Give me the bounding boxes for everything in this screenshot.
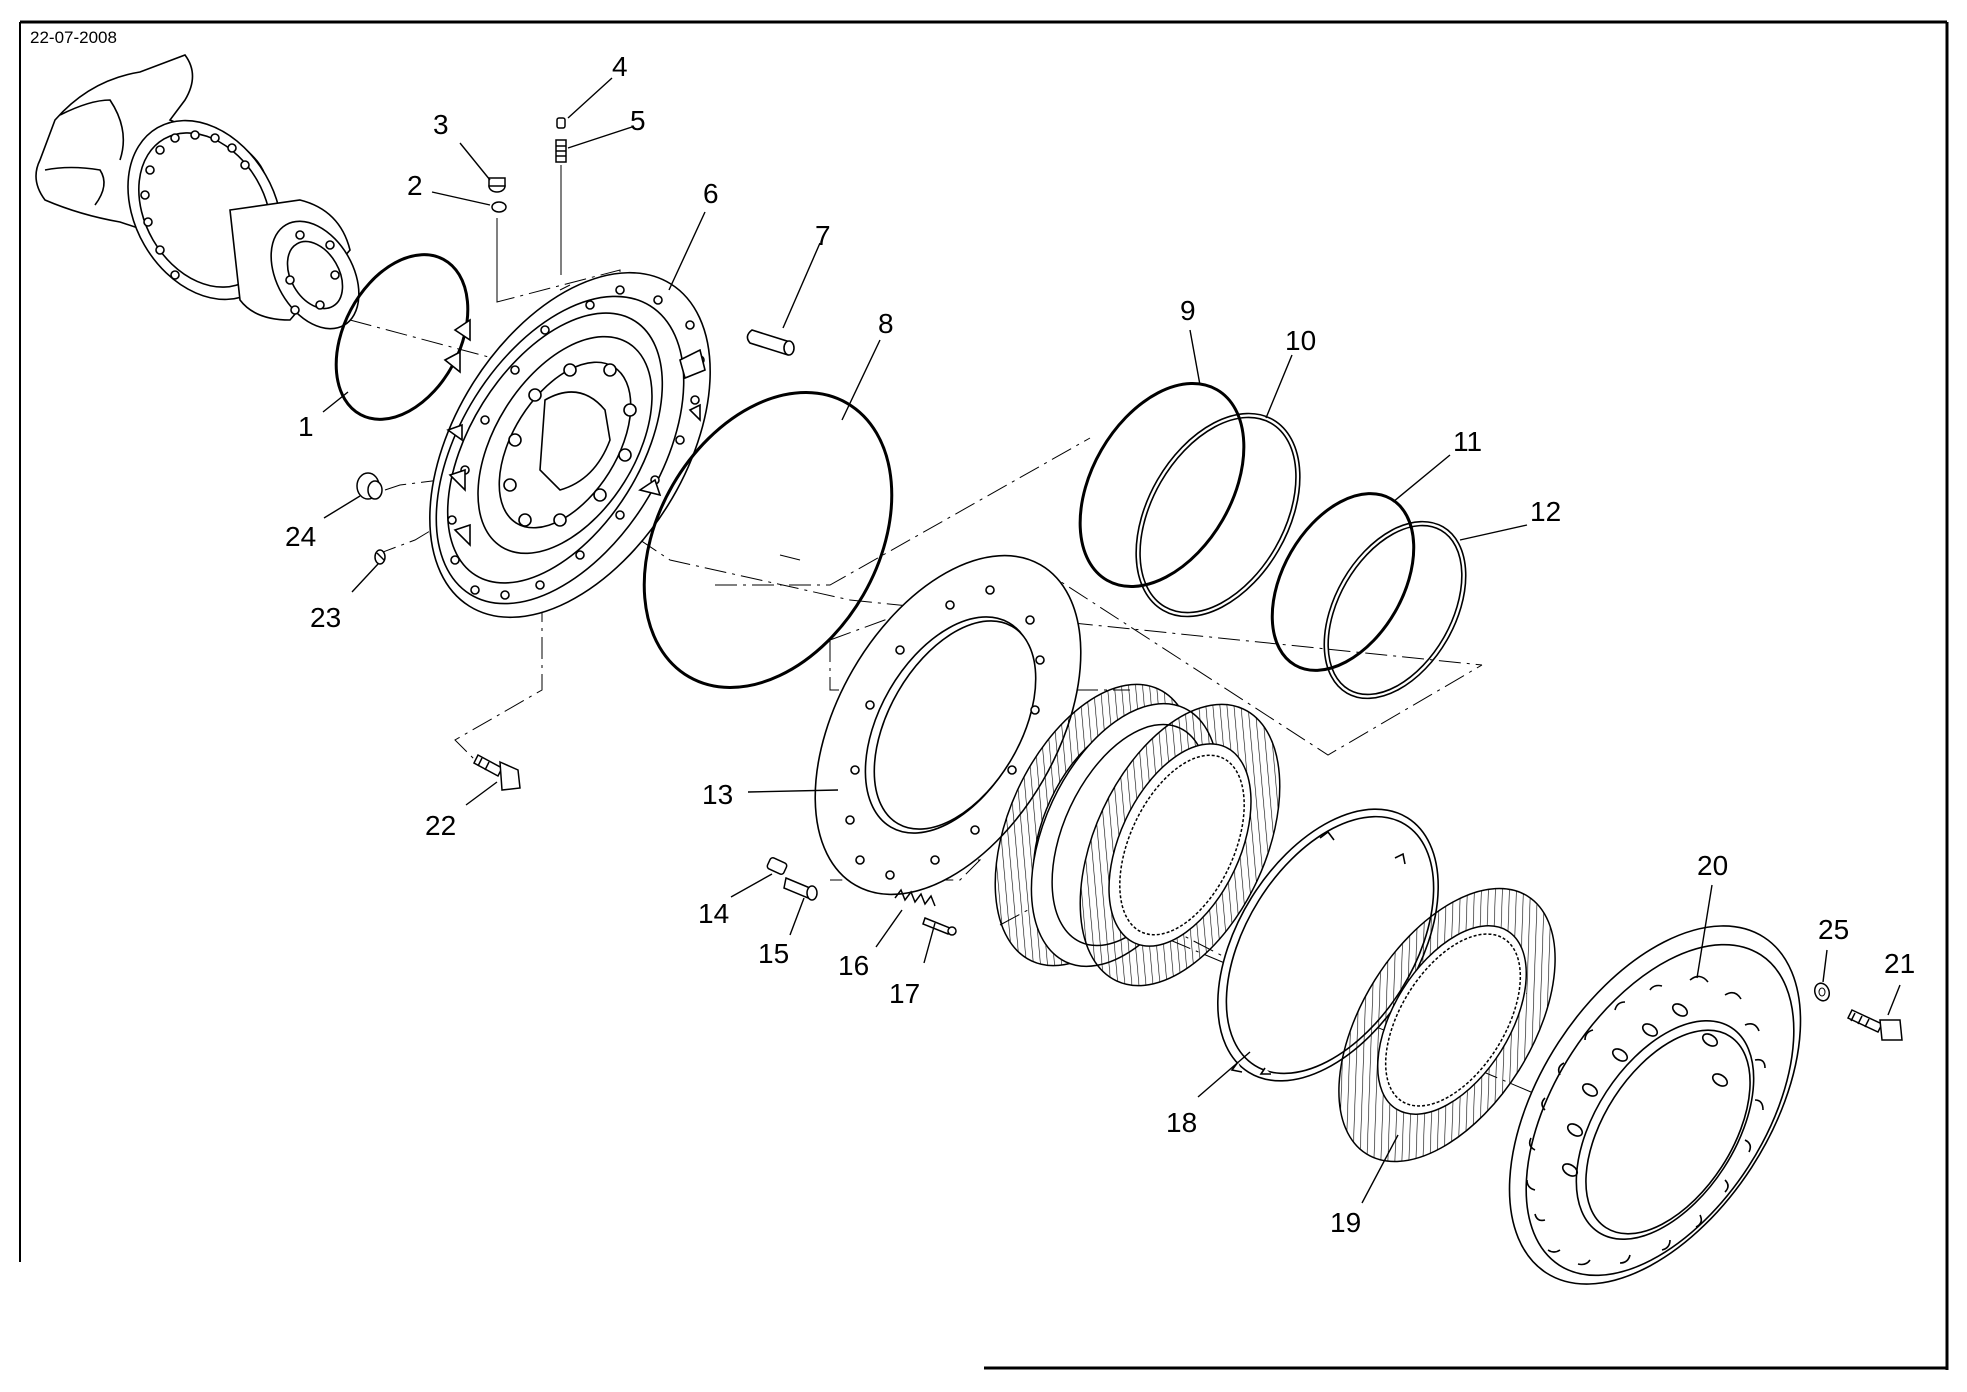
callout-19: 19 (1330, 1207, 1361, 1238)
callout-18: 18 (1166, 1107, 1197, 1138)
backup-ring-12 (1323, 520, 1467, 700)
callout-16: 16 (838, 950, 869, 981)
callout-20: 20 (1697, 850, 1728, 881)
friction-disc-19 (1338, 887, 1556, 1163)
callout-2: 2 (407, 170, 423, 201)
backup-ring-10 (1135, 412, 1301, 618)
bleed-cap-4 (556, 117, 566, 129)
callout-5: 5 (630, 105, 646, 136)
callout-13: 13 (702, 779, 733, 810)
callout-1: 1 (298, 411, 314, 442)
axle-housing (35, 54, 360, 330)
callout-17: 17 (889, 978, 920, 1009)
bleed-screw-5 (555, 139, 567, 163)
callout-14: 14 (698, 898, 729, 929)
callout-7: 7 (815, 220, 831, 251)
brake-housing-6 (429, 271, 711, 619)
spring-16 (894, 888, 936, 907)
adjuster-15 (783, 876, 818, 901)
plug-3 (488, 177, 506, 193)
callout-9: 9 (1180, 295, 1196, 326)
callout-23: 23 (310, 602, 341, 633)
callout-6: 6 (703, 178, 719, 209)
plug-24 (356, 472, 383, 500)
callout-8: 8 (878, 308, 894, 339)
o-ring-11 (1270, 492, 1416, 672)
washer-25 (1813, 982, 1831, 1002)
callout-25: 25 (1818, 914, 1849, 945)
drawing-frame (19, 20, 1949, 1370)
callout-11: 11 (1453, 426, 1482, 457)
bolt-21 (1846, 1009, 1903, 1041)
screw-23 (374, 549, 386, 565)
callout-12: 12 (1530, 496, 1561, 527)
drawing-date: 22-07-2008 (30, 28, 117, 47)
callout-labels: 1 2 3 4 5 6 7 8 9 10 11 12 13 14 15 16 1… (285, 51, 1915, 1238)
callout-4: 4 (612, 51, 628, 82)
callout-10: 10 (1285, 325, 1316, 356)
leader-lines (322, 77, 1901, 1204)
callout-21: 21 (1884, 948, 1915, 979)
pin-17 (922, 917, 957, 936)
callout-24: 24 (285, 521, 316, 552)
spring-seat-14 (766, 856, 788, 876)
end-plate-20 (1508, 925, 1802, 1285)
washer-2 (491, 201, 507, 213)
callout-15: 15 (758, 938, 789, 969)
friction-disc-b (1079, 703, 1281, 987)
bolt-22 (473, 753, 521, 791)
callout-3: 3 (433, 109, 449, 140)
o-ring-8 (642, 391, 894, 689)
callout-22: 22 (425, 810, 456, 841)
pin-7 (746, 329, 795, 356)
o-ring-9 (1078, 382, 1246, 588)
